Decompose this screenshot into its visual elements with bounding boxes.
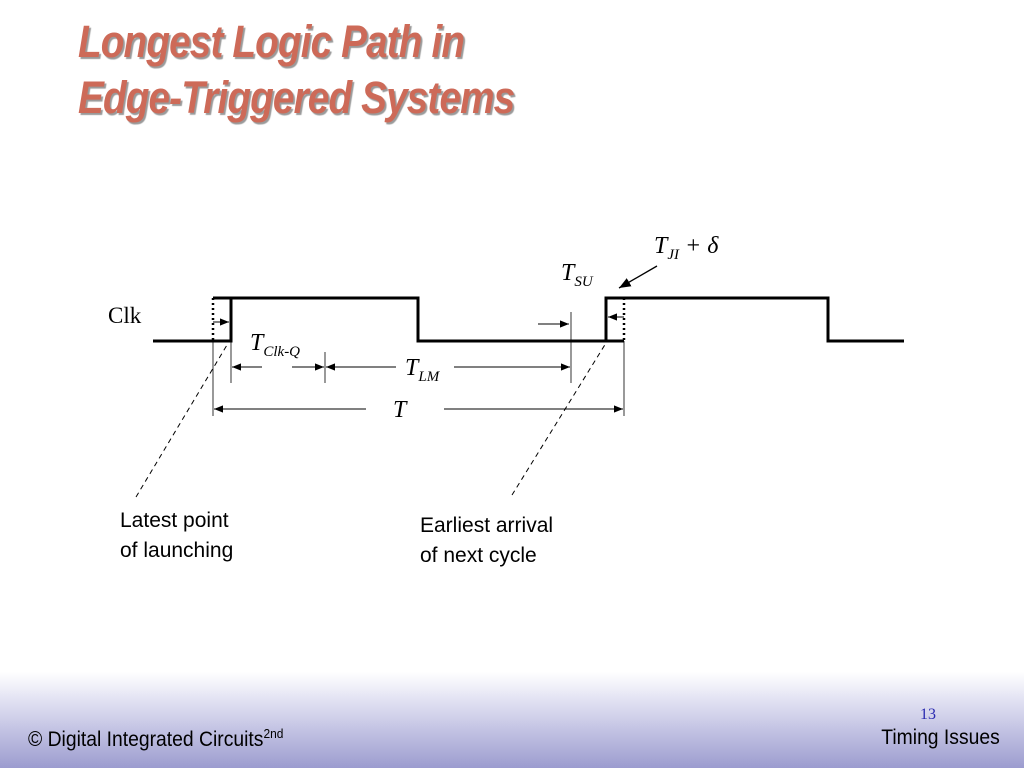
launch-callout-line bbox=[135, 344, 228, 498]
arrival-caption-line-2: of next cycle bbox=[420, 544, 537, 567]
arrival-callout-line bbox=[511, 342, 607, 496]
arrival-caption-line-1: Earliest arrival bbox=[420, 514, 554, 537]
launch-caption-line-1: Latest point bbox=[120, 509, 229, 532]
tji-pointer-arrow bbox=[618, 265, 658, 289]
launch-caption-line-2: of launching bbox=[120, 539, 234, 562]
title-line-2: Edge-Triggered Systems bbox=[78, 72, 515, 123]
slide-title: Longest Logic Path in Edge-Triggered Sys… bbox=[78, 14, 515, 126]
clock-waveform bbox=[153, 296, 904, 343]
footer-copyright-text: © Digital Integrated Circuits bbox=[28, 728, 264, 751]
title-line-1: Longest Logic Path in bbox=[78, 16, 465, 67]
footer-edition: 2nd bbox=[263, 726, 284, 741]
arrival-caption: Earliest arrival of next cycle bbox=[420, 511, 553, 571]
page-number: 13 bbox=[920, 706, 936, 723]
footer-band bbox=[0, 672, 1024, 768]
clock-label: Clk bbox=[108, 303, 142, 328]
footer-copyright: © Digital Integrated Circuits2nd bbox=[28, 726, 283, 752]
period-label: T bbox=[393, 397, 408, 423]
launch-caption: Latest point of launching bbox=[120, 506, 233, 566]
footer-section-title: Timing Issues bbox=[881, 726, 1000, 749]
tsu-label: TSU bbox=[561, 260, 594, 290]
tlm-label: TLM bbox=[405, 355, 441, 385]
tji-label: TJI + δ bbox=[654, 233, 719, 263]
tclkq-label: TClk-Q bbox=[250, 330, 300, 360]
